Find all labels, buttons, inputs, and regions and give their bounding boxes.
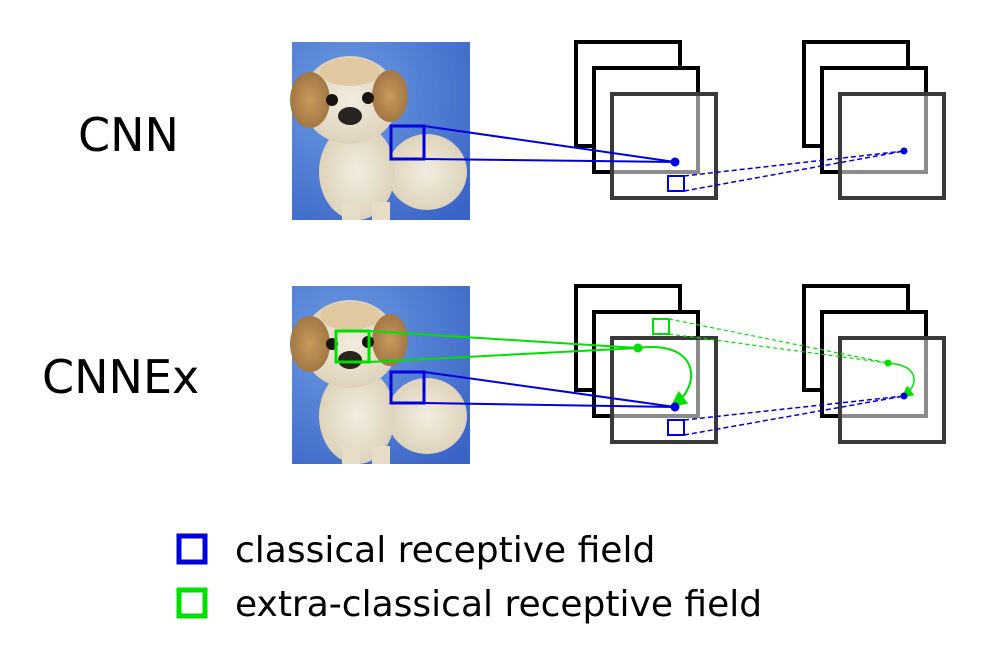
- legend-swatch-classical: [176, 533, 208, 565]
- cnn-classical-connections: [389, 124, 908, 192]
- lateral-arrow: [887, 362, 915, 398]
- connection-line: [683, 395, 905, 436]
- classical-rf-box: [389, 370, 426, 405]
- connection-line: [668, 318, 889, 364]
- cnn-row: [290, 40, 946, 220]
- unit-dot: [900, 147, 908, 155]
- classical-rf-box: [389, 124, 426, 161]
- feature-map-front: [838, 336, 946, 444]
- connection-line: [683, 150, 905, 192]
- unit-dot: [670, 157, 680, 167]
- legend: classical receptive field extra-classica…: [176, 530, 762, 625]
- legend-label-classical: classical receptive field: [235, 530, 655, 571]
- unit-dot: [900, 392, 908, 400]
- cnnex-row: [290, 284, 946, 464]
- connection-line: [423, 402, 676, 408]
- feature-map-front: [838, 92, 946, 200]
- cnn-feature-stack-2: [802, 40, 946, 200]
- legend-swatch-extra-classical: [176, 587, 208, 619]
- lateral-arrow: [637, 346, 692, 407]
- connection-line: [368, 347, 639, 363]
- connection-line: [683, 395, 905, 421]
- unit-dot: [670, 402, 680, 412]
- cnnex-feature-stack-2: [802, 284, 946, 444]
- connection-line: [423, 125, 676, 163]
- extra-classical-rf-box-small: [652, 318, 670, 335]
- connection-line: [423, 371, 676, 408]
- cnn-input-image: [290, 42, 470, 220]
- connection-line: [683, 150, 905, 177]
- connection-line: [368, 330, 639, 349]
- legend-label-extra-classical: extra-classical receptive field: [235, 584, 762, 625]
- row-label-cnn: CNN: [78, 108, 179, 162]
- row-label-cnnex: CNNEx: [42, 350, 199, 404]
- classical-rf-box-small: [667, 175, 685, 192]
- connection-line: [423, 158, 676, 163]
- cnn-feature-stack-1: [574, 40, 718, 200]
- cnnex-classical-connections: [389, 370, 908, 436]
- classical-rf-box-small: [667, 419, 685, 436]
- feature-map-front: [610, 92, 718, 200]
- cnnex-extra-classical-connections: [334, 318, 915, 407]
- cnnex-feature-stack-1: [574, 284, 718, 444]
- connection-line: [668, 333, 889, 364]
- feature-map-front: [610, 336, 718, 444]
- extra-classical-rf-box: [334, 329, 371, 364]
